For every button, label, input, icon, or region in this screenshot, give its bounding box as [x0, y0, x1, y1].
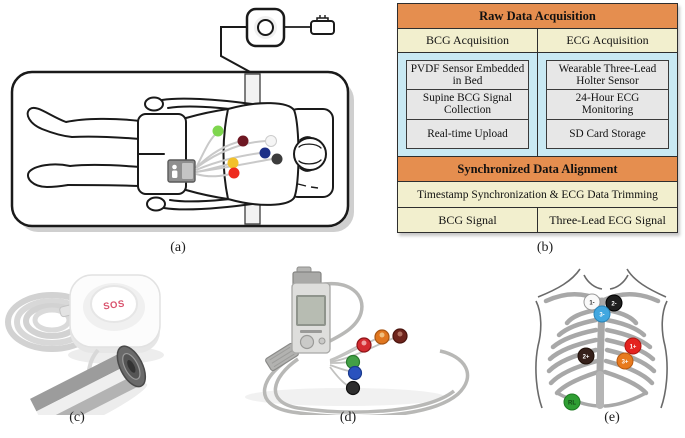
power-plug-icon: [310, 15, 335, 35]
lead-black: [345, 380, 361, 396]
ecg-acquisition-cell: ECG Acquisition: [538, 29, 677, 52]
lead-blue: [347, 365, 363, 381]
sos-button-label: SOS: [103, 299, 126, 313]
electrode-3pos: [616, 352, 634, 370]
ribcage: [543, 292, 661, 409]
caption-d: (d): [339, 410, 357, 425]
panel-e-ribcage-diagram: 1- 2- 3- 2+ 1+ 3+ RL: [535, 268, 668, 411]
svg-text:3-: 3-: [599, 313, 604, 319]
electrode-2neg: [605, 294, 623, 312]
placement-electrodes: 1- 2- 3- 2+ 1+ 3+ RL: [563, 293, 642, 411]
photo-shadow: [245, 388, 445, 406]
head: [293, 137, 327, 171]
svg-text:1-: 1-: [589, 301, 594, 307]
ecg-step-2: 24-Hour ECG Monitoring: [547, 90, 668, 120]
caption-a: (a): [170, 240, 186, 255]
bcg-steps-column: PVDF Sensor Embedded in Bed Supine BCG S…: [398, 53, 538, 156]
timestamp-sync-cell: Timestamp Synchronization & ECG Data Tri…: [398, 182, 677, 208]
bcg-signal-cell: BCG Signal: [398, 208, 538, 232]
foot-top: [26, 106, 73, 138]
caption-b: (b): [536, 240, 554, 255]
chest-electrodes: [212, 125, 283, 179]
panel-c-bcg-device-photo: SOS: [5, 274, 164, 415]
panel-d-holter-photo: [245, 266, 470, 415]
hand-bottom: [146, 196, 166, 212]
caption-e: (e): [604, 410, 620, 425]
electrode-red: [228, 167, 240, 179]
foot-bottom: [27, 163, 71, 189]
electrode-white: [265, 135, 277, 147]
hub-cable: [220, 26, 253, 74]
svg-text:1+: 1+: [630, 345, 637, 351]
bcg-step-2: Supine BCG Signal Collection: [407, 90, 528, 120]
panel-a-bed-diagram: [10, 7, 354, 232]
electrode-yellow: [227, 157, 239, 169]
svg-text:2-: 2-: [611, 302, 616, 308]
electrode-1pos: [624, 337, 642, 355]
bcg-acquisition-cell: BCG Acquisition: [398, 29, 538, 52]
sos-device: SOS: [69, 274, 161, 353]
ecg-step-3: SD Card Storage: [547, 119, 668, 148]
holter-device-small: [167, 159, 196, 183]
electrode-1neg: [583, 293, 601, 311]
electrode-navy: [259, 147, 271, 159]
electrode-rl: [563, 393, 581, 411]
svg-text:RL: RL: [568, 401, 576, 407]
electrode-3neg: [593, 305, 611, 323]
electrode-green: [212, 125, 224, 137]
bcg-step-3: Real-time Upload: [407, 119, 528, 148]
flowchart-header-raw: Raw Data Acquisition: [398, 4, 677, 29]
acquisition-detail-band: PVDF Sensor Embedded in Bed Supine BCG S…: [398, 53, 677, 157]
svg-text:2+: 2+: [583, 355, 590, 361]
lead-electrodes: [345, 328, 408, 396]
holter-device: [291, 266, 331, 354]
pvdf-strap: [30, 345, 148, 415]
bcg-hub-device: [245, 7, 286, 48]
electrode-maroon: [237, 135, 249, 147]
electrode-2pos: [577, 347, 595, 365]
svg-text:3+: 3+: [622, 360, 629, 366]
holter-small-button[interactable]: [318, 337, 326, 345]
caption-c: (c): [69, 410, 85, 425]
bcg-step-1: PVDF Sensor Embedded in Bed: [407, 61, 528, 91]
output-row: BCG Signal Three-Lead ECG Signal: [398, 208, 677, 232]
holter-round-button[interactable]: [299, 334, 315, 350]
holter-screen: [298, 297, 324, 324]
torso-outline: [535, 268, 668, 409]
electrode-black: [271, 153, 283, 165]
ecg-steps-column: Wearable Three-Lead Holter Sensor 24-Hou…: [538, 53, 677, 156]
panel-b-flowchart: Raw Data Acquisition BCG Acquisition ECG…: [397, 3, 678, 233]
acquisition-row: BCG Acquisition ECG Acquisition: [398, 29, 677, 53]
ecg-signal-cell: Three-Lead ECG Signal: [538, 208, 677, 232]
hand-top: [144, 96, 164, 112]
ecg-step-1: Wearable Three-Lead Holter Sensor: [547, 61, 668, 91]
hub-indicator-icon: [257, 19, 274, 36]
flowchart-header-sync: Synchronized Data Alignment: [398, 157, 677, 182]
holter-main-cable: [262, 282, 470, 415]
sos-button[interactable]: [90, 285, 138, 323]
